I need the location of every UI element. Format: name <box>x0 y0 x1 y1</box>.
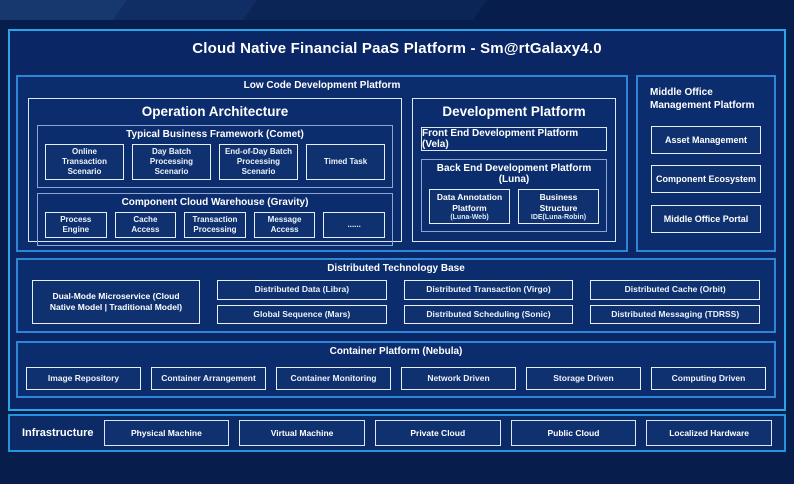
box-process-engine: Process Engine <box>45 212 107 238</box>
component-warehouse-label: Component Cloud Warehouse (Gravity) <box>121 197 309 208</box>
business-framework-label: Typical Business Framework (Comet) <box>126 129 304 140</box>
low-code-panel-label: Low Code Development Platform <box>243 80 401 91</box>
box-timed-task: Timed Task <box>306 144 385 180</box>
distributed-body: Dual-Mode Microservice (Cloud Native Mod… <box>32 280 761 324</box>
box-online-transaction-scenario: Online Transaction Scenario <box>45 144 124 180</box>
back-end-development-platform-box: Back End Development Platform (Luna) Dat… <box>421 159 607 233</box>
box-message-access: Message Access <box>253 212 316 238</box>
box-localized-hardware: Localized Hardware <box>646 420 772 446</box>
panel-distributed-technology-base: Distributed Technology Base Dual-Mode Mi… <box>16 258 776 333</box>
component-warehouse-items: Process Engine Cache Access Transaction … <box>38 210 392 245</box>
business-framework-items: Online Transaction Scenario Day Batch Pr… <box>38 142 392 187</box>
box-distributed-cache: Distributed Cache (Orbit) <box>590 280 761 300</box>
distributed-column-3: Distributed Cache (Orbit) Distributed Me… <box>590 280 761 324</box>
panel-middle-office-management: Middle Office Management Platform Asset … <box>636 75 776 252</box>
back-end-items: Data Annotation Platform (Luna-Web) Busi… <box>422 187 606 231</box>
container-platform-items: Image Repository Container Arrangement C… <box>26 367 766 390</box>
box-component-ecosystem: Component Ecosystem <box>651 165 761 193</box>
operation-architecture-title: Operation Architecture <box>141 104 289 119</box>
business-structure-sub: IDE(Luna-Robin) <box>530 214 587 222</box>
box-physical-machine: Physical Machine <box>103 420 230 446</box>
box-image-repository: Image Repository <box>26 367 141 390</box>
distributed-column-1: Distributed Data (Libra) Global Sequence… <box>217 280 387 324</box>
middle-office-items: Asset Management Component Ecosystem Mid… <box>638 112 774 250</box>
box-front-end-development-platform: Front End Development Platform (Vela) <box>421 127 607 151</box>
box-distributed-data: Distributed Data (Libra) <box>217 280 387 300</box>
box-day-batch-processing-scenario: Day Batch Processing Scenario <box>132 144 211 180</box>
box-transaction-processing: Transaction Processing <box>184 212 246 238</box>
box-global-sequence: Global Sequence (Mars) <box>217 304 387 324</box>
container-platform-label: Container Platform (Nebula) <box>329 346 463 357</box>
operation-architecture-box: Operation Architecture Typical Business … <box>28 98 402 246</box>
decorative-banner <box>0 0 500 20</box>
box-asset-management: Asset Management <box>651 125 761 154</box>
box-distributed-scheduling: Distributed Scheduling (Sonic) <box>403 304 574 324</box>
distributed-base-label: Distributed Technology Base <box>327 263 465 274</box>
box-container-arrangement: Container Arrangement <box>151 367 266 390</box>
middle-office-label: Middle Office Management Platform <box>650 87 755 111</box>
low-code-body: Operation Architecture Typical Business … <box>28 98 616 246</box>
box-private-cloud: Private Cloud <box>374 420 501 446</box>
development-platform-box: Development Platform Front End Developme… <box>412 98 616 242</box>
typical-business-framework-box: Typical Business Framework (Comet) Onlin… <box>37 125 393 188</box>
data-annotation-sub: (Luna-Web) <box>450 214 489 222</box>
box-cache-access: Cache Access <box>114 212 177 238</box>
main-diagram-container: Cloud Native Financial PaaS Platform - S… <box>8 29 786 411</box>
distributed-column-2: Distributed Transaction (Virgo) Distribu… <box>403 280 574 324</box>
box-ellipsis: ...... <box>323 212 385 238</box>
business-structure-name: Business Structure <box>539 192 578 214</box>
box-distributed-transaction: Distributed Transaction (Virgo) <box>403 280 574 300</box>
box-data-annotation-platform: Data Annotation Platform (Luna-Web) <box>429 189 510 225</box>
infrastructure-label: Infrastructure <box>22 427 94 439</box>
box-end-of-day-batch-processing-scenario: End-of-Day Batch Processing Scenario <box>219 144 298 180</box>
box-middle-office-portal: Middle Office Portal <box>651 204 761 233</box>
box-virtual-machine: Virtual Machine <box>239 420 365 446</box>
decorative-parallelogram <box>242 0 488 20</box>
box-distributed-messaging: Distributed Messaging (TDRSS) <box>590 304 761 324</box>
panel-infrastructure: Infrastructure Physical Machine Virtual … <box>8 414 786 452</box>
back-end-label: Back End Development Platform (Luna) <box>436 163 592 185</box>
development-platform-title: Development Platform <box>442 104 586 119</box>
panel-container-platform-nebula: Container Platform (Nebula) Image Reposi… <box>16 341 776 398</box>
panel-low-code-development-platform: Low Code Development Platform Operation … <box>16 75 628 252</box>
box-storage-driven: Storage Driven <box>526 367 641 390</box>
component-cloud-warehouse-box: Component Cloud Warehouse (Gravity) Proc… <box>37 193 393 246</box>
box-network-driven: Network Driven <box>401 367 516 390</box>
box-dual-mode-microservice: Dual-Mode Microservice (Cloud Native Mod… <box>32 280 200 324</box>
box-computing-driven: Computing Driven <box>651 367 766 390</box>
box-container-monitoring: Container Monitoring <box>276 367 391 390</box>
box-public-cloud: Public Cloud <box>510 420 637 446</box>
box-business-structure-ide: Business Structure IDE(Luna-Robin) <box>518 189 599 225</box>
data-annotation-name: Data Annotation Platform <box>436 192 503 214</box>
page-title: Cloud Native Financial PaaS Platform - S… <box>192 40 602 57</box>
